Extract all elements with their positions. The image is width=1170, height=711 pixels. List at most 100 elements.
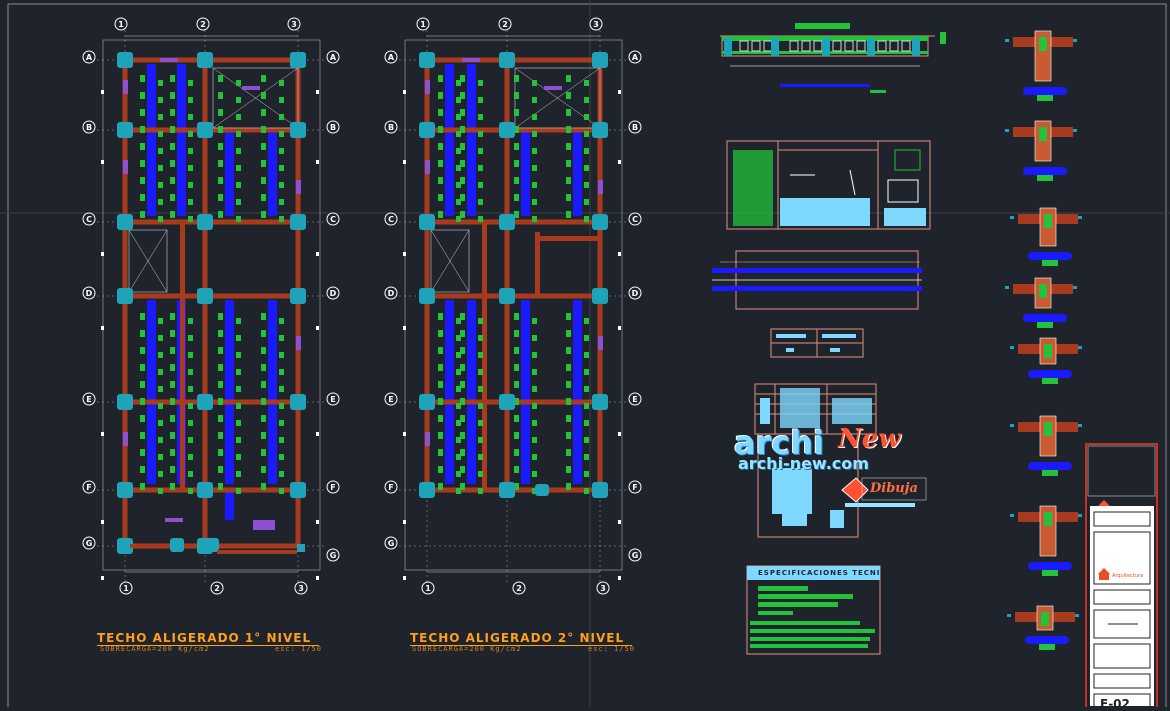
rebar-mark: [438, 466, 443, 473]
purple-mark: [425, 160, 430, 174]
rebar-mark: [158, 420, 163, 426]
axis-row-left-D-circle: [82, 286, 96, 300]
axis-col-bottom-2: 2: [516, 584, 522, 593]
axis-row-right-D: D: [330, 289, 337, 298]
rebar-mark: [514, 466, 519, 473]
rebar-mark: [566, 398, 571, 405]
column: [117, 482, 133, 498]
column: [290, 214, 306, 230]
rebar-mark: [438, 177, 443, 184]
rebar-mark: [140, 347, 145, 354]
rebar-mark: [532, 420, 537, 426]
rebar-mark: [532, 148, 537, 154]
axis-row-right-G: G: [330, 551, 337, 560]
axis-col-top-3: 3: [291, 20, 297, 29]
rebar-mark: [584, 386, 589, 392]
rebar-mark: [514, 313, 519, 320]
axis-col-top-2: 2: [200, 20, 206, 29]
column: [297, 544, 305, 552]
specifications-block: [746, 565, 881, 655]
rebar-mark: [566, 483, 571, 490]
rebar-mark: [279, 148, 284, 154]
rebar-mark: [460, 415, 465, 422]
joist-strip: [445, 64, 454, 216]
axis-row-right-E: E: [330, 395, 335, 404]
rebar-mark: [478, 148, 483, 154]
rebar-mark: [236, 369, 241, 375]
rebar-mark: [279, 131, 284, 137]
rebar-mark: [140, 364, 145, 371]
axis-col-bottom-1-circle: [119, 581, 133, 595]
detail-footing: [1028, 370, 1072, 378]
rebar-mark: [188, 148, 193, 154]
rebar-table: [726, 140, 931, 230]
column: [499, 482, 515, 498]
rebar-mark: [188, 131, 193, 137]
rebar-mark: [584, 420, 589, 426]
specs-title: ESPECIFICACIONES TECNICAS: [758, 569, 899, 577]
rebar-mark: [478, 454, 483, 460]
rebar-mark: [566, 126, 571, 133]
rebar-mark: [478, 182, 483, 188]
watermark-url: archi-new.com: [738, 454, 869, 473]
dim-tick: [316, 576, 319, 580]
rebar-mark: [460, 211, 465, 218]
column: [419, 52, 435, 68]
rebar-mark: [584, 97, 589, 103]
axis-col-bottom-2-circle: [512, 581, 526, 595]
rebar-mark: [170, 313, 175, 320]
rebar-mark: [236, 216, 241, 222]
rebar-mark: [514, 126, 519, 133]
title-block: Arquitectura: [1085, 443, 1158, 707]
purple-mark: [544, 86, 562, 90]
rebar-mark: [456, 488, 461, 494]
rebar-mark: [584, 352, 589, 358]
rebar-mark: [566, 364, 571, 371]
axis-row-left-C-circle: [384, 212, 398, 226]
rebar-mark: [158, 80, 163, 86]
rebar-mark: [188, 199, 193, 205]
rebar-mark: [532, 318, 537, 324]
detail-tag: [1042, 470, 1058, 476]
rebar-mark: [170, 211, 175, 218]
rebar-mark: [236, 131, 241, 137]
rebar-mark: [218, 330, 223, 337]
rebar-mark: [158, 199, 163, 205]
detail-rebar: [1044, 512, 1052, 526]
rebar-mark: [170, 177, 175, 184]
rebar-mark: [188, 369, 193, 375]
rebar-mark: [158, 352, 163, 358]
rebar-mark: [478, 386, 483, 392]
rebar-mark: [456, 165, 461, 171]
rebar-mark: [158, 148, 163, 154]
axis-row-right-B-circle: [628, 120, 642, 134]
rebar-mark: [566, 330, 571, 337]
rebar-mark: [514, 330, 519, 337]
axis-row-right-D-circle: [326, 286, 340, 300]
dim-tick: [316, 160, 319, 164]
rebar-mark: [261, 211, 266, 218]
rebar-mark: [170, 330, 175, 337]
column: [592, 482, 608, 498]
rebar-mark: [218, 381, 223, 388]
column: [197, 52, 213, 68]
axis-col-top-1-circle: [416, 17, 430, 31]
axis-row-right-B-circle: [326, 120, 340, 134]
axis-row-right-A-circle: [628, 50, 642, 64]
rebar-mark: [158, 386, 163, 392]
rebar-mark: [218, 415, 223, 422]
joist-strip: [467, 64, 476, 216]
rebar-mark: [478, 216, 483, 222]
dim-tick: [101, 90, 104, 94]
rebar-mark: [514, 143, 519, 150]
rebar-mark: [532, 131, 537, 137]
column: [419, 214, 435, 230]
rebar-mark: [460, 483, 465, 490]
axis-col-top-2: 2: [502, 20, 508, 29]
rebar-mark: [460, 466, 465, 473]
axis-col-top-2-circle: [498, 17, 512, 31]
detail-rebar: [1041, 612, 1049, 626]
detail-dim: [1010, 346, 1014, 349]
axis-col-top-3-circle: [287, 17, 301, 31]
